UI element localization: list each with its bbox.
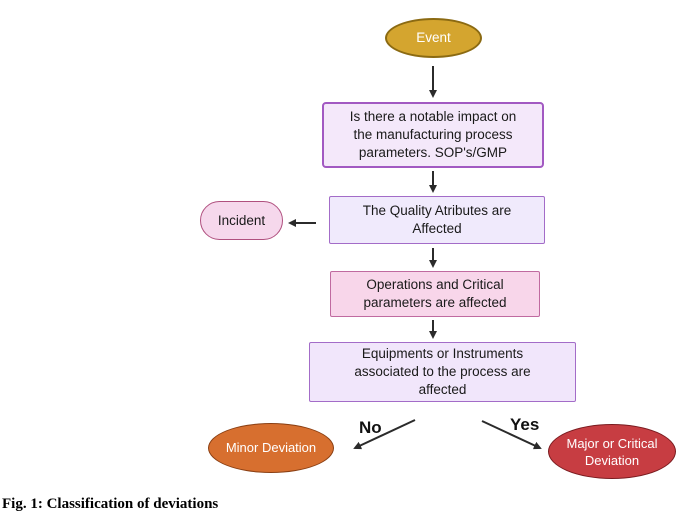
event-node: Event	[385, 18, 482, 58]
minor-deviation-label: Minor Deviation	[225, 440, 317, 455]
figure-caption: Fig. 1: Classification of deviations	[2, 496, 219, 512]
branch-label-yes: Yes	[510, 415, 540, 434]
quality-attributes-node: The Quality Atributes are Affected	[329, 196, 545, 244]
operations-node: Operations and Critical parameters are a…	[330, 271, 540, 317]
incident-label: Incident	[217, 212, 266, 228]
quality-attributes-label: The Quality Atributes are Affected	[362, 203, 512, 236]
minor-deviation-node: Minor Deviation	[208, 423, 334, 473]
operations-label: Operations and Critical parameters are a…	[363, 277, 507, 310]
equipment-node: Equipments or Instruments associated to …	[309, 342, 576, 402]
arrow-equipment-to-minor	[353, 419, 416, 450]
arrow-equipment-to-major	[481, 420, 542, 450]
major-deviation-node: Major or Critical Deviation	[548, 424, 676, 479]
impact-question-label: Is there a notable impact on the manufac…	[349, 109, 517, 160]
equipment-label: Equipments or Instruments associated to …	[354, 346, 531, 397]
major-deviation-label: Major or Critical Deviation	[566, 435, 658, 468]
incident-node: Incident	[200, 201, 283, 240]
impact-question-node: Is there a notable impact on the manufac…	[322, 102, 544, 168]
branch-label-no: No	[359, 418, 382, 437]
event-label: Event	[416, 30, 451, 45]
